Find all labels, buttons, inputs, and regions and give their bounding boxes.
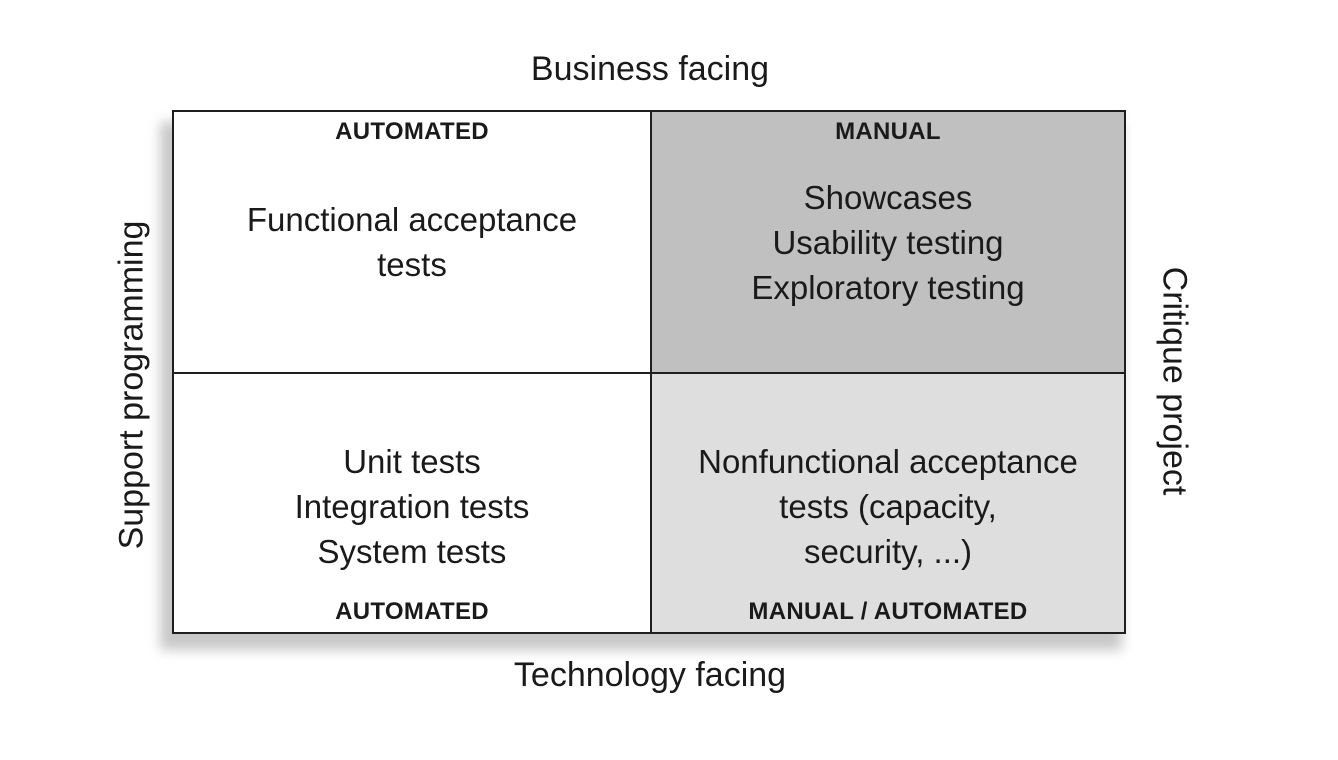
quadrant-content: Showcases Usability testing Exploratory … <box>652 175 1124 310</box>
quadrant-tag: MANUAL / AUTOMATED <box>748 598 1028 625</box>
quadrant-line: Usability testing <box>772 224 1004 261</box>
quadrant-bottom-right: Nonfunctional acceptance tests (capacity… <box>652 374 1124 632</box>
quadrant-line: Functional acceptance <box>246 201 578 238</box>
quadrant-line: Showcases <box>803 179 973 216</box>
quadrant-tag: AUTOMATED <box>335 118 489 145</box>
quadrant-top-left: AUTOMATED Functional acceptance tests <box>174 112 652 374</box>
business-facing-axis-label: Business facing <box>530 50 770 88</box>
quadrant-bottom-left: Unit tests Integration tests System test… <box>174 374 652 632</box>
quadrant-line: Integration tests <box>294 488 530 525</box>
quadrant-content: Nonfunctional acceptance tests (capacity… <box>652 439 1124 574</box>
quadrant-content: Functional acceptance tests <box>174 197 650 287</box>
testing-quadrant-matrix: AUTOMATED Functional acceptance tests MA… <box>172 110 1126 634</box>
quadrant-line: tests (capacity, <box>779 488 997 525</box>
technology-facing-axis-label: Technology facing <box>513 656 787 694</box>
quadrant-line: Nonfunctional acceptance <box>698 443 1078 480</box>
quadrant-tag: AUTOMATED <box>335 598 489 625</box>
quadrant-top-right: MANUAL Showcases Usability testing Explo… <box>652 112 1124 374</box>
critique-project-axis-label: Critique project <box>1155 266 1194 496</box>
quadrant-line: Exploratory testing <box>751 269 1025 306</box>
quadrant-line: Unit tests <box>343 443 481 480</box>
support-programming-axis-label: Support programming <box>112 220 151 550</box>
quadrant-content: Unit tests Integration tests System test… <box>174 439 650 574</box>
quadrant-tag: MANUAL <box>835 118 941 145</box>
quadrant-line: System tests <box>317 533 507 570</box>
quadrant-line: tests <box>377 246 447 283</box>
quadrant-line: security, ...) <box>803 533 973 570</box>
